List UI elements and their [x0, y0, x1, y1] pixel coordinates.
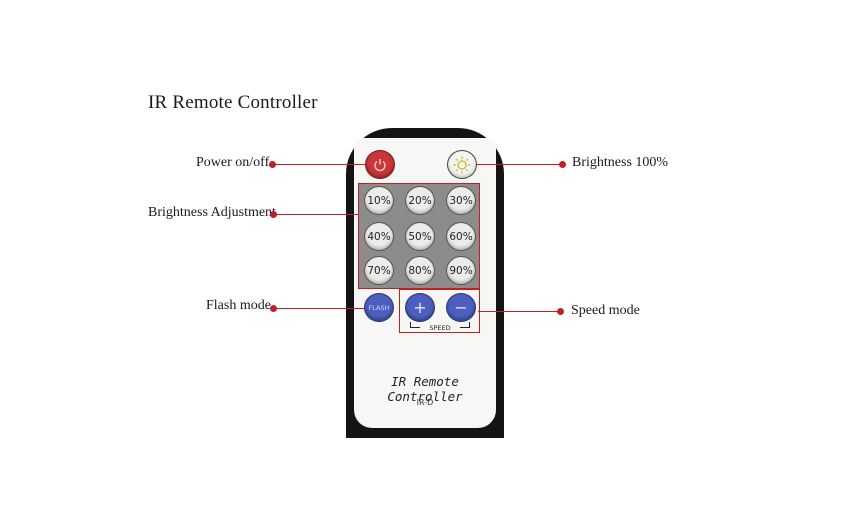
callout-power: Power on/off — [196, 155, 270, 170]
callout-speed-line — [478, 311, 558, 312]
brightness-20-button[interactable]: 20% — [405, 186, 435, 215]
brightness-80-button[interactable]: 80% — [405, 256, 435, 285]
callout-brightness-adjustment-dot — [270, 211, 277, 218]
callout-brightness: Brightness 100% — [572, 155, 669, 170]
flash-button[interactable]: FLASH — [364, 293, 394, 322]
callout-power-line — [275, 164, 367, 165]
power-icon — [374, 158, 386, 171]
brightness-90-button[interactable]: 90% — [446, 256, 476, 285]
minus-icon: − — [454, 297, 468, 317]
callout-speed-dot — [557, 308, 564, 315]
brightness-10-button[interactable]: 10% — [364, 186, 394, 215]
speed-plus-button[interactable]: + — [405, 293, 435, 322]
brightness-50-button[interactable]: 50% — [405, 222, 435, 251]
page-title: IR Remote Controller — [148, 92, 318, 113]
callout-power-dot — [269, 161, 276, 168]
brightness-60-button[interactable]: 60% — [446, 222, 476, 251]
callout-flash-dot — [270, 305, 277, 312]
brightness-100-button[interactable] — [447, 150, 477, 179]
sun-icon — [453, 156, 471, 173]
remote-model-name: IR Remote Controller — [387, 374, 463, 404]
brightness-70-button[interactable]: 70% — [364, 256, 394, 285]
callout-brightness-dot — [559, 161, 566, 168]
speed-minus-button[interactable]: − — [446, 293, 476, 322]
brightness-40-button[interactable]: 40% — [364, 222, 394, 251]
callout-flash: Flash mode — [206, 298, 271, 313]
callout-brightness-adjustment: Brightness Adjustment — [148, 205, 276, 220]
remote-model-code: IR-D — [416, 398, 434, 407]
callout-flash-line — [276, 308, 364, 309]
speed-label: SPEED — [420, 324, 460, 332]
brightness-30-button[interactable]: 30% — [446, 186, 476, 215]
callout-brightness-adjustment-line — [276, 214, 358, 215]
flash-label: FLASH — [368, 303, 390, 312]
callout-speed: Speed mode — [571, 303, 640, 318]
power-button[interactable] — [365, 150, 395, 179]
callout-brightness-line — [476, 164, 560, 165]
plus-icon: + — [413, 297, 427, 317]
